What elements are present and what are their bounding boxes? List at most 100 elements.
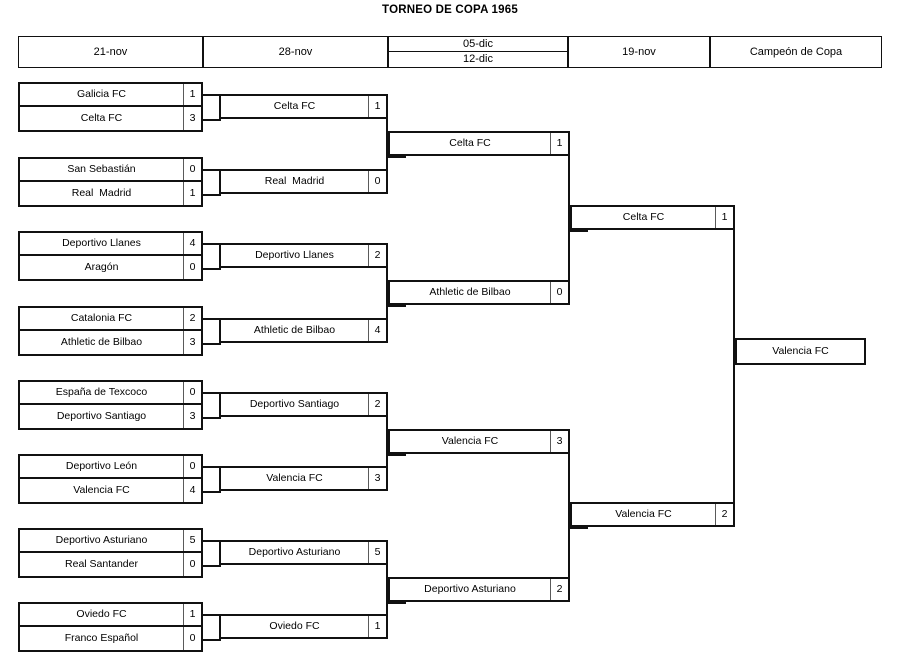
match-r1-3[interactable]: Deportivo Llanes 4 Aragón 0 — [18, 231, 203, 281]
match-row-bottom[interactable]: Franco Español 0 — [20, 627, 201, 650]
match-row-bottom[interactable]: Deportivo Santiago 3 — [20, 405, 201, 428]
connector-line — [386, 415, 388, 469]
connector-line — [733, 228, 735, 504]
match-row-top[interactable]: España de Texcoco 0 — [20, 382, 201, 405]
connector-line — [203, 318, 221, 320]
team-score: 0 — [550, 282, 568, 303]
match-row-top[interactable]: Galicia FC 1 — [20, 84, 201, 107]
connector-line — [203, 169, 221, 171]
connector-line — [203, 565, 221, 567]
slot-r4-1[interactable]: Celta FC 1 — [570, 205, 735, 230]
match-row-top[interactable]: Oviedo FC 1 — [20, 604, 201, 627]
match-row-bottom[interactable]: Valencia FC 4 — [20, 479, 201, 502]
team-name: España de Texcoco — [55, 386, 148, 399]
match-row-top[interactable]: Deportivo Llanes 4 — [20, 233, 201, 256]
team-name: San Sebastián — [67, 163, 136, 176]
slot-r3-1[interactable]: Celta FC 1 — [388, 131, 570, 156]
match-row-bottom[interactable]: Real Madrid 1 — [20, 182, 201, 205]
team-score: 0 — [368, 171, 386, 192]
team-name: Aragón — [84, 261, 119, 274]
team-score: 3 — [368, 468, 386, 489]
team-name: Real Madrid — [264, 175, 325, 188]
match-row-bottom[interactable]: Real Santander 0 — [20, 553, 201, 576]
match-r1-2[interactable]: San Sebastián 0 Real Madrid 1 — [18, 157, 203, 207]
team-name: Galicia FC — [76, 88, 126, 101]
team-score: 2 — [183, 308, 201, 329]
connector-line — [203, 466, 221, 468]
slot-r3-3[interactable]: Valencia FC 3 — [388, 429, 570, 454]
team-score: 0 — [183, 553, 201, 576]
team-score: 0 — [183, 256, 201, 279]
match-row-bottom[interactable]: Athletic de Bilbao 3 — [20, 331, 201, 354]
team-score: 0 — [183, 456, 201, 477]
team-name: Deportivo Llanes — [255, 249, 334, 262]
team-score: 4 — [183, 233, 201, 254]
match-row-bottom[interactable]: Aragón 0 — [20, 256, 201, 279]
team-name: Oviedo FC — [76, 608, 127, 621]
connector-line — [203, 491, 221, 493]
header-round-4: 19-nov — [568, 36, 710, 68]
team-name: Athletic de Bilbao — [60, 336, 143, 349]
match-row-top[interactable]: Deportivo León 0 — [20, 456, 201, 479]
team-name: Celta FC — [449, 137, 491, 150]
team-name: Deportivo Asturiano — [55, 534, 148, 547]
team-name: Deportivo León — [65, 460, 138, 473]
match-row-bottom[interactable]: Celta FC 3 — [20, 107, 201, 130]
connector-line — [570, 527, 588, 529]
slot-r4-2[interactable]: Valencia FC 2 — [570, 502, 735, 527]
team-name: Deportivo Asturiano — [248, 546, 341, 559]
header-round-1: 21-nov — [18, 36, 203, 68]
match-r1-1[interactable]: Galicia FC 1 Celta FC 3 — [18, 82, 203, 132]
slot-r2-4[interactable]: Athletic de Bilbao 4 — [219, 318, 388, 343]
connector-line — [386, 563, 388, 617]
match-r1-5[interactable]: España de Texcoco 0 Deportivo Santiago 3 — [18, 380, 203, 430]
slot-r2-8[interactable]: Oviedo FC 1 — [219, 614, 388, 639]
team-score: 0 — [183, 382, 201, 403]
match-r1-7[interactable]: Deportivo Asturiano 5 Real Santander 0 — [18, 528, 203, 578]
connector-line — [388, 156, 406, 158]
slot-r3-4[interactable]: Deportivo Asturiano 2 — [388, 577, 570, 602]
header-champion: Campeón de Copa — [710, 36, 882, 68]
team-score: 2 — [368, 394, 386, 415]
team-name: Catalonia FC — [70, 312, 133, 325]
slot-r2-6[interactable]: Valencia FC 3 — [219, 466, 388, 491]
team-score: 3 — [183, 405, 201, 428]
slot-r2-1[interactable]: Celta FC 1 — [219, 94, 388, 119]
connector-line — [203, 194, 221, 196]
team-name: Real Madrid — [71, 187, 132, 200]
team-score: 4 — [183, 479, 201, 502]
connector-line — [388, 305, 406, 307]
slot-r2-2[interactable]: Real Madrid 0 — [219, 169, 388, 194]
team-score: 2 — [550, 579, 568, 600]
header-round-3-split: 05-dic 12-dic — [388, 36, 568, 68]
slot-r2-7[interactable]: Deportivo Asturiano 5 — [219, 540, 388, 565]
team-score: 5 — [368, 542, 386, 563]
connector-line — [203, 614, 221, 616]
team-score: 1 — [183, 182, 201, 205]
team-name: Valencia FC — [615, 508, 672, 521]
match-r1-6[interactable]: Deportivo León 0 Valencia FC 4 — [18, 454, 203, 504]
champion-box[interactable]: Valencia FC — [735, 338, 866, 365]
connector-line — [203, 119, 221, 121]
slot-r3-2[interactable]: Athletic de Bilbao 0 — [388, 280, 570, 305]
connector-line — [568, 452, 570, 580]
team-score: 3 — [183, 107, 201, 130]
slot-r2-3[interactable]: Deportivo Llanes 2 — [219, 243, 388, 268]
connector-line — [570, 230, 588, 232]
champion-name: Valencia FC — [772, 345, 829, 358]
team-name: Celta FC — [273, 100, 316, 113]
team-score: 1 — [183, 604, 201, 625]
connector-line — [203, 243, 221, 245]
page-title: TORNEO DE COPA 1965 — [382, 4, 518, 16]
match-row-top[interactable]: Deportivo Asturiano 5 — [20, 530, 201, 553]
team-score: 0 — [183, 159, 201, 180]
team-name: Franco Español — [64, 632, 139, 645]
match-row-top[interactable]: Catalonia FC 2 — [20, 308, 201, 331]
match-r1-8[interactable]: Oviedo FC 1 Franco Español 0 — [18, 602, 203, 652]
team-name: Deportivo Llanes — [62, 237, 141, 250]
match-row-top[interactable]: San Sebastián 0 — [20, 159, 201, 182]
team-score: 1 — [368, 616, 386, 637]
slot-r2-5[interactable]: Deportivo Santiago 2 — [219, 392, 388, 417]
match-r1-4[interactable]: Catalonia FC 2 Athletic de Bilbao 3 — [18, 306, 203, 356]
team-name: Athletic de Bilbao — [429, 286, 511, 299]
